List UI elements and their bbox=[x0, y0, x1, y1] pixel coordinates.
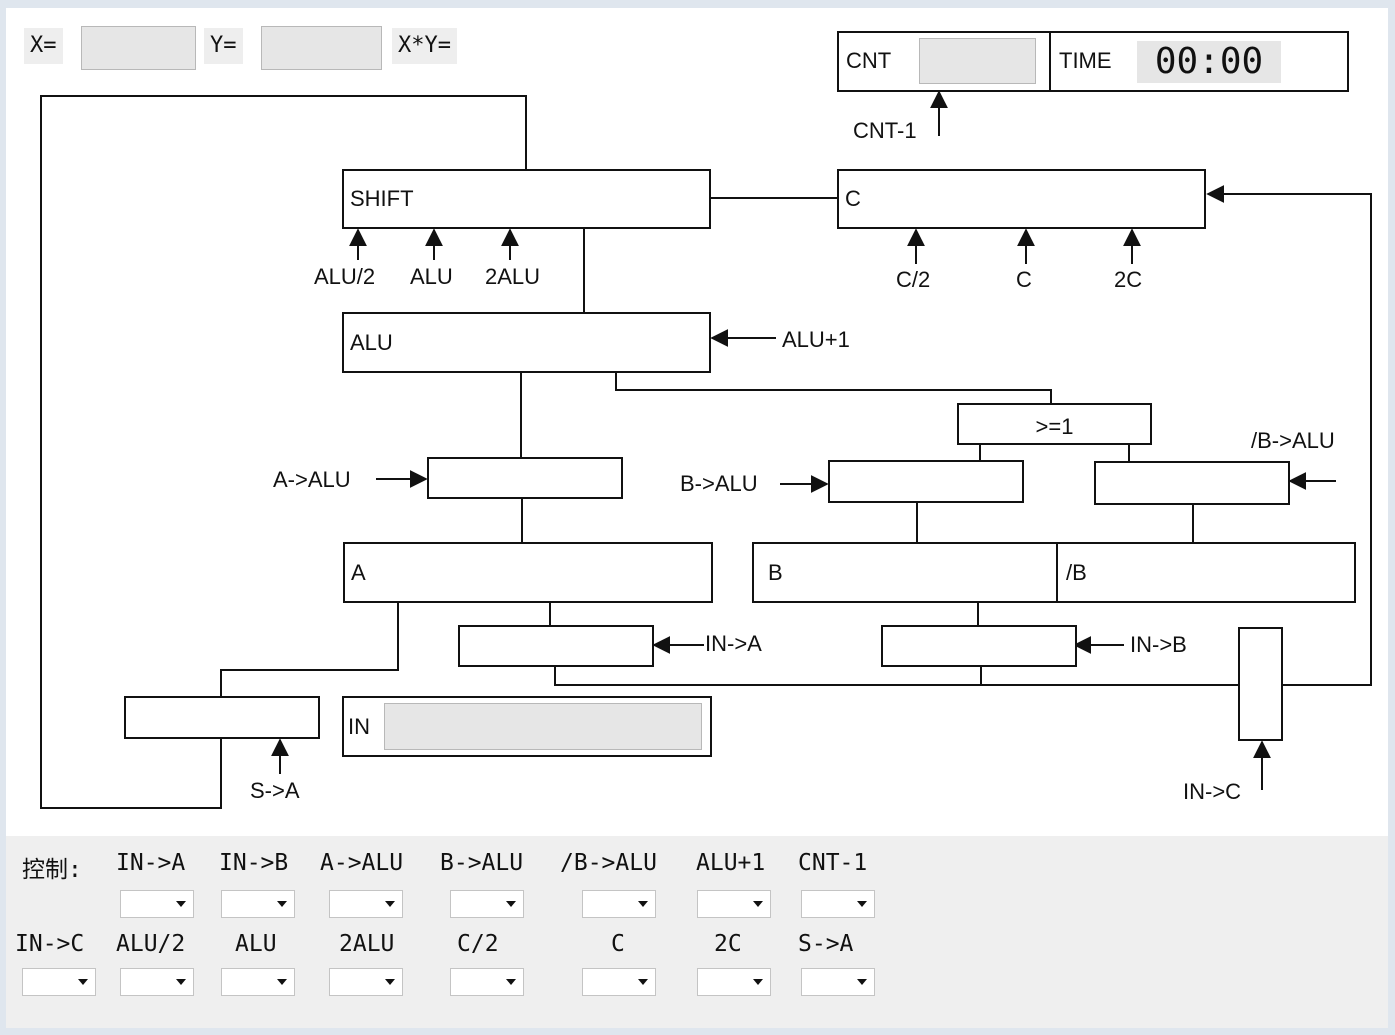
connection-lines bbox=[40, 90, 1372, 809]
ge1-label: >=1 bbox=[1035, 414, 1074, 439]
c-register: C bbox=[837, 169, 1206, 229]
shift-label: SHIFT bbox=[350, 186, 414, 211]
alu-label: ALU bbox=[350, 329, 393, 355]
time-label: TIME bbox=[1059, 48, 1112, 73]
control-label-c: C bbox=[611, 931, 625, 957]
b-label: B bbox=[768, 559, 783, 585]
select-c-double[interactable] bbox=[697, 968, 771, 996]
shift-register: SHIFT bbox=[342, 169, 711, 229]
cnt-label: CNT bbox=[846, 48, 892, 73]
chevron-down-icon bbox=[176, 901, 186, 907]
signal-alu-double: 2ALU bbox=[485, 264, 541, 289]
chevron-down-icon bbox=[277, 901, 287, 907]
signal-c: C bbox=[1016, 267, 1032, 292]
in-to-b-gate bbox=[881, 625, 1077, 667]
signal-s-to-a: S->A bbox=[250, 778, 300, 803]
signal-alu-half: ALU/2 bbox=[314, 264, 376, 289]
x-label: X= bbox=[24, 28, 63, 64]
signal-b-to-alu: B->ALU bbox=[680, 471, 758, 496]
diagram-canvas: X= Y= X*Y= CNT TIME 00:00 CNT-1 SHIFT AL… bbox=[6, 8, 1388, 836]
chevron-down-icon bbox=[385, 979, 395, 985]
b-register: B /B bbox=[752, 542, 1356, 603]
chevron-down-icon bbox=[638, 979, 648, 985]
control-label-alu: ALU bbox=[235, 931, 277, 957]
signal-alu-plus1: ALU+1 bbox=[782, 327, 850, 352]
control-label-alu-half: ALU/2 bbox=[116, 931, 186, 957]
alu-register: ALU bbox=[342, 312, 711, 373]
control-label-a-to-alu: A->ALU bbox=[320, 850, 404, 876]
select-alu[interactable] bbox=[221, 968, 295, 996]
in-register: IN bbox=[342, 696, 712, 757]
select-alu-plus1[interactable] bbox=[697, 890, 771, 918]
in-to-c-gate bbox=[1238, 627, 1283, 741]
control-label-in-to-b: IN->B bbox=[219, 850, 289, 876]
select-alu-double[interactable] bbox=[329, 968, 403, 996]
control-label-c-half: C/2 bbox=[457, 931, 499, 957]
a-to-alu-gate bbox=[427, 457, 623, 499]
chevron-down-icon bbox=[753, 979, 763, 985]
a-label: A bbox=[351, 559, 366, 585]
select-s-to-a[interactable] bbox=[801, 968, 875, 996]
nb-label: /B bbox=[1066, 559, 1087, 585]
control-label-c-double: 2C bbox=[714, 931, 742, 957]
control-label-b-to-alu: B->ALU bbox=[440, 850, 524, 876]
signal-a-to-alu: A->ALU bbox=[273, 467, 351, 492]
cnt-field[interactable] bbox=[919, 38, 1036, 84]
select-a-to-alu[interactable] bbox=[329, 890, 403, 918]
control-label-in-to-c: IN->C bbox=[15, 931, 85, 957]
xy-label: X*Y= bbox=[392, 28, 457, 64]
select-c-half[interactable] bbox=[450, 968, 524, 996]
chevron-down-icon bbox=[506, 979, 516, 985]
chevron-down-icon bbox=[277, 979, 287, 985]
in-label: IN bbox=[348, 713, 370, 739]
cnt-decrement-signal: CNT-1 bbox=[853, 118, 917, 143]
cnt-time-panel: CNT TIME 00:00 bbox=[837, 31, 1349, 92]
select-alu-half[interactable] bbox=[120, 968, 194, 996]
chevron-down-icon bbox=[753, 901, 763, 907]
control-label-cnt-dec: CNT-1 bbox=[798, 850, 868, 876]
control-panel: 控制: IN->A IN->B A->ALU B->ALU /B->ALU AL… bbox=[6, 836, 1388, 1028]
control-label-s-to-a: S->A bbox=[798, 931, 854, 957]
y-field[interactable] bbox=[261, 26, 382, 70]
signal-in-to-a: IN->A bbox=[705, 631, 762, 656]
control-label-alu-plus1: ALU+1 bbox=[696, 850, 766, 876]
chevron-down-icon bbox=[857, 901, 867, 907]
signal-alu: ALU bbox=[410, 264, 453, 289]
signal-nb-to-alu: /B->ALU bbox=[1251, 428, 1335, 453]
select-in-to-a[interactable] bbox=[120, 890, 194, 918]
control-title: 控制: bbox=[22, 857, 82, 883]
x-field[interactable] bbox=[81, 26, 196, 70]
select-in-to-b[interactable] bbox=[221, 890, 295, 918]
signal-c-half: C/2 bbox=[896, 267, 931, 292]
c-label: C bbox=[845, 186, 861, 211]
b-to-alu-gate bbox=[828, 460, 1024, 503]
select-in-to-c[interactable] bbox=[22, 968, 96, 996]
b-divider bbox=[1056, 544, 1058, 601]
chevron-down-icon bbox=[638, 901, 648, 907]
in-to-a-gate bbox=[458, 625, 654, 667]
time-display: 00:00 bbox=[1137, 41, 1281, 83]
y-label: Y= bbox=[204, 28, 243, 64]
select-c[interactable] bbox=[582, 968, 656, 996]
chevron-down-icon bbox=[385, 901, 395, 907]
a-register: A bbox=[343, 542, 713, 603]
select-b-to-alu[interactable] bbox=[450, 890, 524, 918]
in-field[interactable] bbox=[384, 703, 702, 750]
control-label-nb-to-alu: /B->ALU bbox=[560, 850, 657, 876]
chevron-down-icon bbox=[78, 979, 88, 985]
select-cnt-dec[interactable] bbox=[801, 890, 875, 918]
signal-in-to-b: IN->B bbox=[1130, 632, 1187, 657]
ge1-comparator: >=1 bbox=[957, 403, 1152, 445]
cnt-divider bbox=[1049, 33, 1051, 90]
chevron-down-icon bbox=[176, 979, 186, 985]
signal-in-to-c: IN->C bbox=[1183, 779, 1242, 804]
select-nb-to-alu[interactable] bbox=[582, 890, 656, 918]
control-label-alu-double: 2ALU bbox=[339, 931, 395, 957]
nb-to-alu-gate bbox=[1094, 461, 1290, 505]
chevron-down-icon bbox=[506, 901, 516, 907]
chevron-down-icon bbox=[857, 979, 867, 985]
signal-c-double: 2C bbox=[1114, 267, 1143, 292]
control-label-in-to-a: IN->A bbox=[116, 850, 186, 876]
s-to-a-gate bbox=[124, 696, 320, 739]
